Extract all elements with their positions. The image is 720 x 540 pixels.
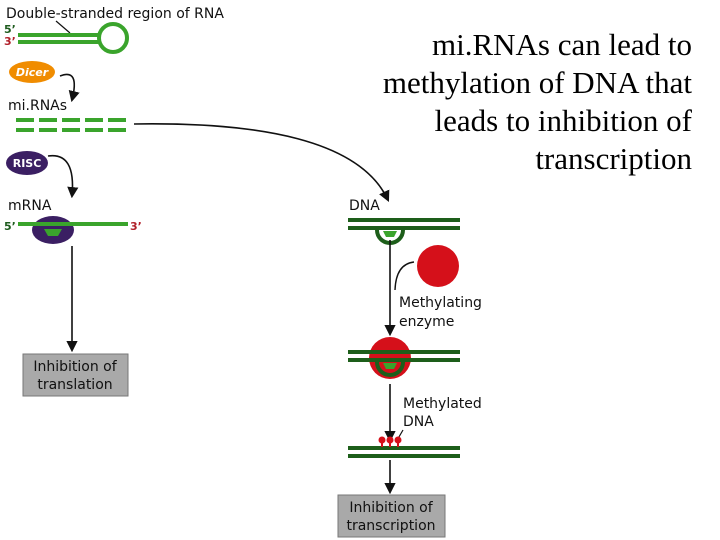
mrna-five-prime: 5’ xyxy=(4,220,16,233)
three-prime-label: 3’ xyxy=(4,35,16,48)
dicer-label: Dicer xyxy=(16,66,49,79)
mrna-three-prime: 3’ xyxy=(130,220,142,233)
hairpin-rna xyxy=(18,22,129,54)
slide-title: mi.RNAs can lead to methylation of DNA t… xyxy=(292,26,692,178)
methylated-dna-label-2: DNA xyxy=(403,414,434,430)
title-line: methylation of DNA that xyxy=(382,65,692,100)
title-line: mi.RNAs can lead to xyxy=(431,27,692,62)
methylating-enzyme-label-1: Methylating xyxy=(399,295,482,311)
translation-box-line-2: translation xyxy=(37,377,112,393)
dna-label: DNA xyxy=(349,198,380,214)
mrna-label: mRNA xyxy=(8,198,52,214)
methylated-dna-label-1: Methylated xyxy=(403,396,482,412)
dna-enzyme-complex xyxy=(348,337,460,379)
title-line: transcription xyxy=(535,141,692,176)
double-stranded-rna-label: Double-stranded region of RNA xyxy=(6,6,224,22)
methyl-group xyxy=(394,436,402,444)
translation-box-line-1: Inhibition of xyxy=(33,359,117,375)
mirna-to-dna-arrow xyxy=(133,123,390,203)
risc-label: RISC xyxy=(13,157,42,170)
mrna-risc-complex xyxy=(18,216,128,244)
dicer-enzyme xyxy=(9,61,55,83)
dna-with-mirna xyxy=(348,218,460,245)
methylating-enzyme-label-2: enzyme xyxy=(399,314,454,330)
methylating-enzyme xyxy=(417,245,459,287)
transcription-box-line-1: Inhibition of xyxy=(349,500,433,516)
mirnas-label: mi.RNAs xyxy=(8,98,67,114)
methyl-group xyxy=(386,436,394,444)
inhibition-of-translation-box: Inhibition of translation xyxy=(22,353,129,397)
mirna-fragments xyxy=(16,118,126,132)
dicer-arrow xyxy=(59,73,80,103)
enzyme-joining-curve xyxy=(394,261,415,291)
inhibition-of-transcription-box: Inhibition of transcription xyxy=(337,494,446,538)
transcription-box-line-2: transcription xyxy=(346,518,435,534)
label-pointer xyxy=(55,20,71,34)
risc-arrow xyxy=(47,154,79,199)
five-prime-label: 5’ xyxy=(4,23,16,36)
methylated-dna xyxy=(348,436,460,458)
risc-complex xyxy=(6,151,48,175)
methyl-group xyxy=(378,436,386,444)
title-line: leads to inhibition of xyxy=(434,103,692,138)
